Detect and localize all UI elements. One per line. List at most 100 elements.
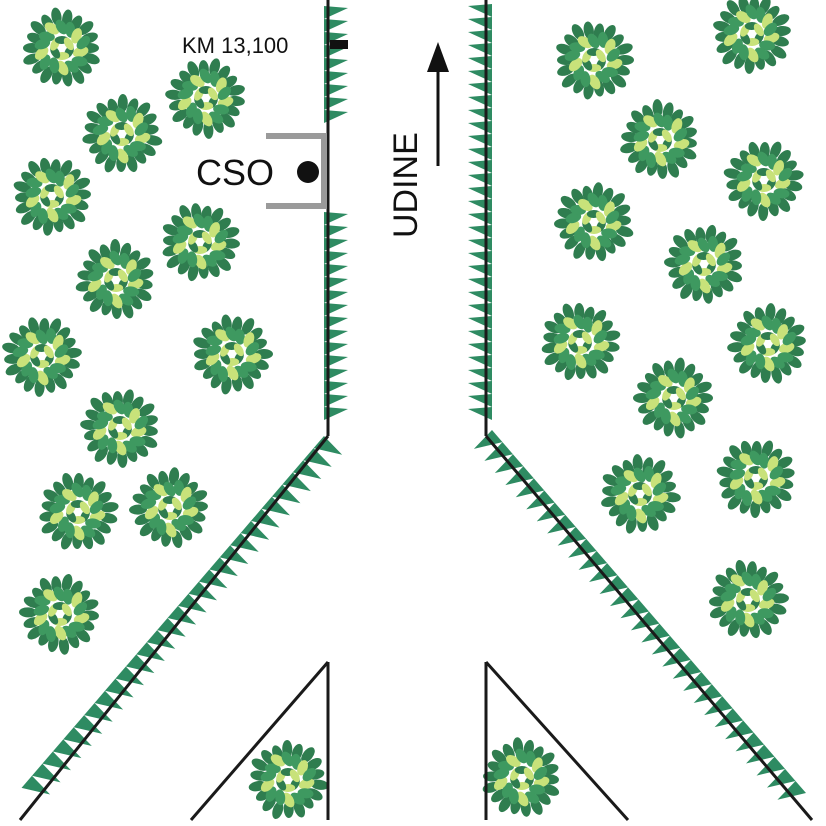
hedge-tooth (468, 134, 492, 147)
leaf (63, 37, 74, 51)
leaf (632, 454, 643, 473)
leaf (516, 791, 529, 807)
leaf (90, 397, 105, 413)
leaf (117, 94, 128, 113)
leaf (134, 415, 149, 430)
leaf (758, 598, 775, 610)
leaf (134, 257, 151, 271)
leaf (209, 58, 221, 76)
leaf (121, 417, 132, 431)
leaf (698, 278, 711, 294)
leaf (758, 452, 769, 469)
leaf (744, 327, 761, 338)
tree-canopy-icon (129, 467, 208, 549)
tree-canopy-icon (75, 239, 154, 319)
hedge-tooth (468, 186, 492, 199)
leaf (782, 331, 797, 346)
leaf (596, 235, 612, 248)
leaf (117, 269, 128, 283)
leaf (634, 508, 647, 524)
leaf (144, 506, 159, 520)
tree-groups (2, 0, 806, 820)
leaf (310, 779, 329, 790)
hedge-tooth (468, 17, 492, 30)
leaf (79, 501, 90, 515)
hedge-tooth (303, 448, 332, 467)
hedge-tooth (136, 642, 165, 662)
leaf (745, 4, 758, 20)
leaf (43, 345, 54, 359)
hedge-tooth (468, 30, 492, 43)
leaf (83, 288, 100, 302)
leaf (723, 32, 738, 47)
leaf (775, 456, 793, 469)
leaf (162, 224, 180, 236)
leaf (241, 318, 255, 335)
hedge-tooth (73, 715, 103, 734)
tree-canopy-icon (482, 737, 560, 817)
leaf (662, 114, 673, 131)
leaf (62, 588, 73, 605)
leaf (573, 242, 586, 259)
leaf (601, 228, 618, 239)
leaf (302, 767, 317, 782)
leaf (130, 426, 147, 438)
leaf (33, 612, 48, 626)
leaf (762, 587, 777, 602)
leaf (54, 344, 69, 358)
leaf (588, 74, 601, 90)
hedge-tooth (324, 381, 348, 394)
leaf (73, 602, 88, 616)
leaf (615, 225, 634, 237)
leaf (123, 123, 134, 137)
hedge-tooth (324, 277, 348, 290)
leaf (88, 249, 103, 265)
leaf (654, 151, 667, 167)
leaf (87, 270, 104, 282)
hedge-tooth (324, 368, 348, 381)
leaf (62, 472, 74, 491)
leaf (282, 792, 295, 808)
leaf (16, 354, 31, 368)
leaf (49, 57, 60, 74)
leaf (113, 399, 126, 415)
leaf (746, 47, 759, 63)
hedge-tooth (324, 290, 348, 303)
leaf (89, 296, 104, 312)
leaf (171, 497, 182, 511)
leaf (193, 213, 206, 229)
leaf (281, 751, 294, 767)
leaf (568, 58, 583, 72)
leaf (36, 370, 49, 386)
hedge-tooth (468, 381, 492, 394)
hedge-tooth (704, 696, 733, 716)
leaf (645, 152, 656, 169)
leaf (44, 22, 60, 35)
leaf (765, 169, 776, 183)
leaf (757, 467, 768, 481)
leaf (100, 502, 119, 513)
leaf (92, 124, 109, 136)
hedge-tooth (683, 672, 712, 691)
leaf (72, 46, 89, 58)
leaf (749, 589, 760, 603)
road-edge-line (18, 435, 330, 821)
leaf (749, 450, 762, 466)
tree-canopy-icon (620, 99, 697, 179)
leaf (735, 609, 746, 626)
tree-canopy-icon (162, 203, 240, 282)
leaf (78, 21, 94, 36)
hedge-tooth (620, 599, 649, 619)
leaf (750, 489, 763, 505)
station-point-icon (297, 161, 319, 183)
leaf (227, 85, 245, 96)
leaf (216, 65, 231, 82)
leaf (41, 521, 59, 534)
leaf (49, 502, 66, 514)
leaf (758, 202, 769, 221)
leaf (201, 231, 212, 245)
hedge-tooth (468, 329, 492, 342)
leaf (722, 49, 737, 65)
leaf (114, 440, 127, 456)
leaf (633, 138, 648, 152)
